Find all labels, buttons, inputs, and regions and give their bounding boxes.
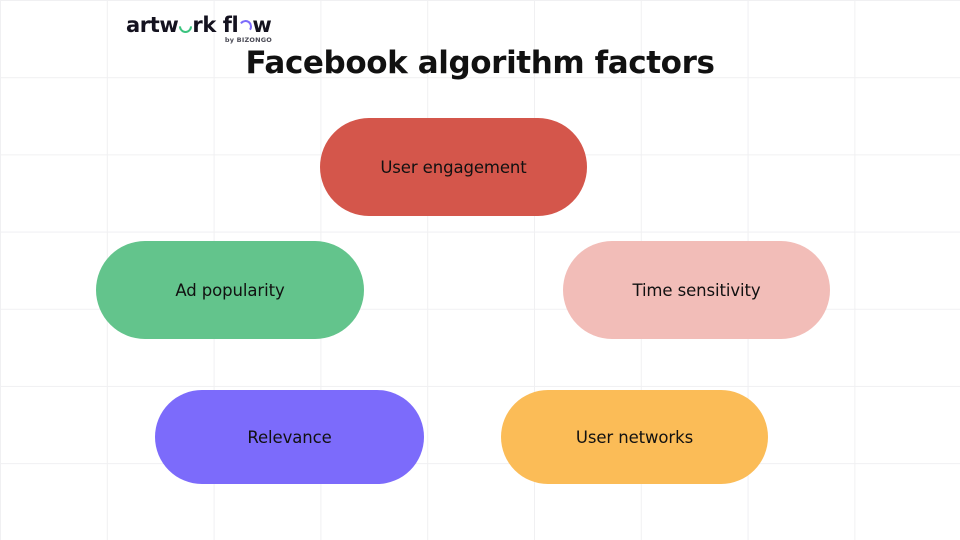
pill-relevance[interactable]: Relevance [155,390,424,484]
artwork-flow-logo[interactable]: artw rk fl w by BIZONGO [126,12,274,48]
logo-wordmark: artw rk fl w [126,12,272,38]
page-title: Facebook algorithm factors [245,45,715,81]
logo-text-part-2: rk fl [192,13,239,37]
pill-user-networks[interactable]: User networks [501,390,768,484]
pill-label: User networks [575,427,694,447]
pill-time-sensitivity[interactable]: Time sensitivity [563,241,830,339]
purple-arc-o-icon [237,18,253,35]
pill-user-engagement[interactable]: User engagement [320,118,587,216]
logo-text-part-3: w [252,13,272,37]
logo-text-part-1: artw [126,13,179,37]
pill-label: Time sensitivity [632,280,761,300]
pill-label: Ad popularity [175,280,285,300]
pill-label: Relevance [247,427,332,447]
pill-label: User engagement [380,157,527,177]
pill-ad-popularity[interactable]: Ad popularity [96,241,364,339]
logo-tagline: by BIZONGO [224,36,272,44]
